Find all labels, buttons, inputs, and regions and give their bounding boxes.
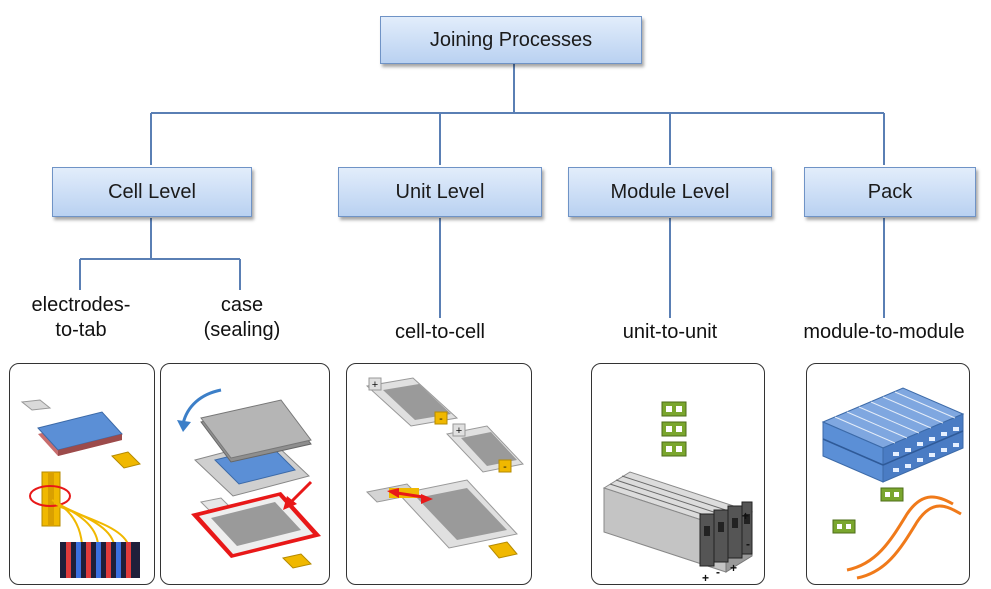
- electrodes-to-tab-drawing: [20, 399, 141, 578]
- process-label-line: (sealing): [203, 319, 281, 341]
- terminal-minus-symbol: -: [503, 461, 507, 473]
- terminal-plus-symbol: +: [372, 379, 378, 391]
- terminal-minus-symbol: -: [716, 565, 720, 579]
- illustration-cell-to-cell: + - + -: [346, 363, 532, 585]
- illustration-unit-to-unit: + - + - +: [591, 363, 765, 585]
- terminal-minus-symbol: -: [746, 537, 750, 551]
- terminal-plus-symbol: +: [730, 561, 737, 575]
- process-label-module-to-module: module-to-module: [803, 321, 965, 343]
- illustration-module-to-module: [806, 363, 970, 585]
- level-label: Cell Level: [108, 180, 196, 203]
- root-node: Joining Processes: [380, 16, 642, 64]
- level-label: Pack: [867, 180, 913, 203]
- process-label-line: case: [220, 294, 264, 316]
- level-label: Module Level: [610, 180, 730, 203]
- module-to-module-drawing: [821, 387, 965, 580]
- terminal-plus-symbol: +: [456, 425, 462, 437]
- process-label-cell-to-cell: cell-to-cell: [394, 321, 486, 343]
- level-node-cell: Cell Level: [52, 167, 252, 217]
- terminal-plus-symbol: +: [742, 509, 749, 523]
- level-node-module: Module Level: [568, 167, 772, 217]
- process-label-case-sealing: case (sealing): [182, 293, 302, 343]
- level-label: Unit Level: [395, 180, 485, 203]
- illustration-electrodes-to-tab: [9, 363, 155, 585]
- process-label-unit-to-unit: unit-to-unit: [622, 321, 718, 343]
- unit-to-unit-drawing: + - + - +: [602, 401, 754, 585]
- level-node-unit: Unit Level: [338, 167, 542, 217]
- process-label-electrodes-to-tab: electrodes- to-tab: [16, 293, 146, 343]
- illustration-case-sealing: [160, 363, 330, 585]
- cell-to-cell-drawing: + - + -: [365, 377, 524, 559]
- terminal-plus-symbol: +: [702, 571, 709, 585]
- terminal-minus-symbol: -: [439, 413, 443, 425]
- process-label-line: electrodes-: [31, 294, 131, 316]
- root-label: Joining Processes: [429, 28, 593, 51]
- case-sealing-drawing: [177, 388, 321, 569]
- level-node-pack: Pack: [804, 167, 976, 217]
- process-label-line: to-tab: [55, 319, 107, 341]
